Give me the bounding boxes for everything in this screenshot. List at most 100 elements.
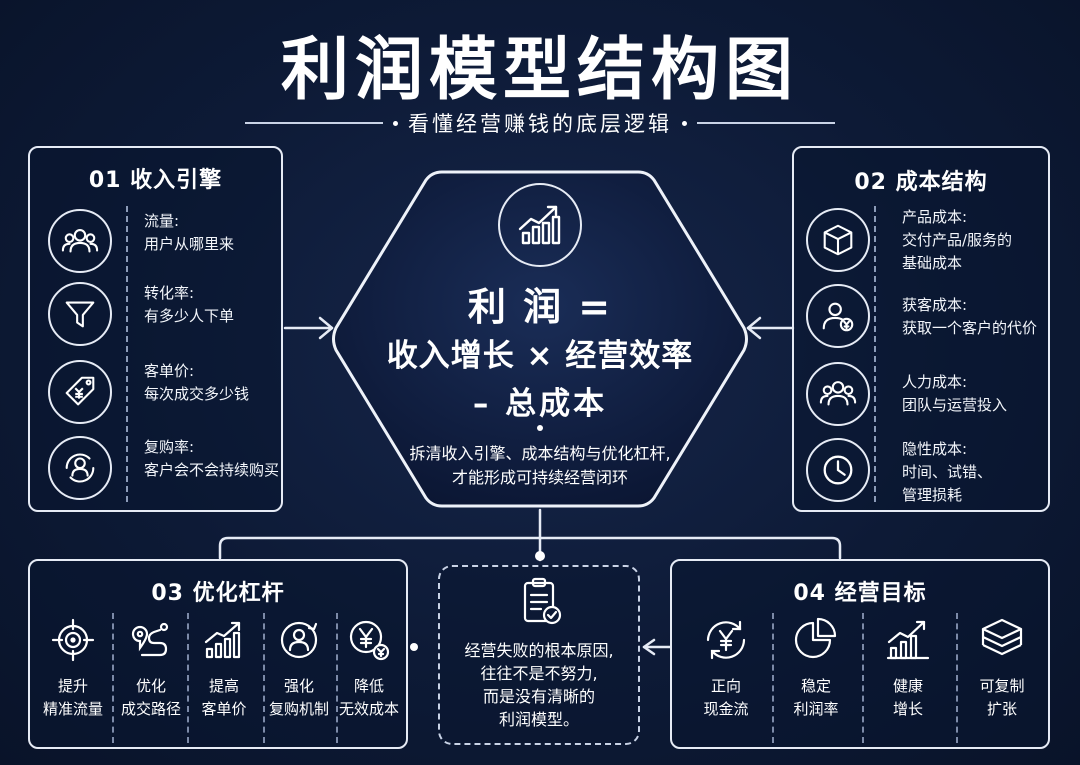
list-item-repurchase: 复购率: 客户会不会持续购买	[30, 430, 281, 508]
item-desc: 每次成交多少钱	[144, 385, 250, 403]
goal-label-1: 正向	[710, 677, 741, 695]
panel-title: 01 收入引擎	[88, 168, 223, 193]
lever-label-1: 优化	[135, 677, 166, 695]
formula-line-1: 利 润 =	[467, 285, 613, 329]
dashed-separator	[336, 613, 338, 743]
page-title: 利润模型结构图	[280, 31, 799, 110]
goal-label-2: 利润率	[793, 700, 839, 718]
list-item-labor-cost: 人力成本: 团队与运营投入	[794, 360, 1048, 438]
yen-down-icon	[332, 613, 406, 667]
list-item-hidden-cost: 隐性成本: 时间、试错、 管理损耗	[794, 436, 1048, 514]
repeat-user-icon	[48, 436, 112, 500]
goal-label-2: 现金流	[703, 700, 749, 718]
formula-line-3: – 总成本	[472, 386, 608, 422]
item-desc: 有多少人下单	[144, 307, 235, 325]
user-yen-icon	[806, 284, 870, 348]
dashed-separator	[956, 613, 958, 743]
note-line-4: 利润模型。	[498, 710, 579, 729]
item-desc: 客户会不会持续购买	[144, 461, 280, 479]
clock-icon	[806, 438, 870, 502]
panel-title: 02 成本结构	[854, 170, 988, 195]
lever-label-2: 无效成本	[338, 700, 399, 718]
goal-label-2: 增长	[892, 700, 923, 718]
list-item-product-cost: 产品成本: 交付产品/服务的 基础成本	[794, 202, 1048, 280]
item-desc-line2: 基础成本	[902, 254, 963, 272]
team-icon	[806, 362, 870, 426]
profit-hexagon	[332, 170, 748, 508]
panel-title: 04 经营目标	[793, 581, 927, 606]
growth-chart-center-icon	[498, 183, 582, 267]
bar-growth-icon	[187, 613, 261, 667]
lever-label-2: 复购机制	[268, 700, 329, 718]
lever-label-1: 提升	[57, 677, 88, 695]
item-desc-line1: 时间、试错、	[902, 463, 993, 481]
note-line-2: 往往不是不努力,	[480, 664, 598, 683]
users-icon	[48, 209, 112, 273]
dashed-separator	[772, 613, 774, 743]
box-icon	[806, 208, 870, 272]
item-label: 人力成本:	[902, 373, 968, 391]
item-label: 隐性成本:	[902, 440, 968, 458]
growth-chart-icon	[866, 613, 950, 667]
formula-line-2: 收入增长 × 经营效率	[386, 338, 694, 374]
panel-title: 03 优化杠杆	[151, 581, 285, 606]
divider-line-right	[697, 122, 835, 124]
dashed-separator	[874, 206, 876, 502]
goal-label-1: 可复制	[979, 677, 1025, 695]
item-desc-line1: 团队与运营投入	[902, 396, 1008, 414]
lever-label-1: 提高	[208, 677, 239, 695]
subtitle-row: 看懂经营赚钱的底层逻辑	[245, 108, 835, 138]
insight-note: 经营失败的根本原因, 往往不是不努力, 而是没有清晰的 利润模型。	[438, 565, 640, 745]
panel-business-goals: 04 经营目标 正向 现金流 稳定 利润率	[670, 559, 1050, 749]
dashed-separator	[862, 613, 864, 743]
panel-cost-structure: 02 成本结构 产品成本: 交付产品/服务的 基础成本 获客成本: 获取一个客户…	[792, 146, 1050, 512]
price-tag-icon	[48, 360, 112, 424]
center-desc-line-1: 拆清收入引擎、成本结构与优化杠杆,	[409, 444, 671, 463]
item-label: 客单价:	[144, 362, 195, 380]
dashed-separator	[112, 613, 114, 743]
panel-revenue-engine: 01 收入引擎 流量: 用户从哪里来 转化率: 有多少人下单 客单	[28, 146, 283, 512]
list-item-acquisition-cost: 获客成本: 获取一个客户的代价	[794, 282, 1048, 360]
item-desc: 用户从哪里来	[144, 235, 235, 253]
item-desc-line1: 交付产品/服务的	[902, 231, 1013, 249]
layers-icon	[960, 613, 1044, 667]
divider-dot-right	[682, 120, 687, 126]
center-desc-line-2: 才能形成可持续经营闭环	[451, 468, 628, 487]
note-line-3: 而是没有清晰的	[482, 687, 595, 706]
item-label: 产品成本:	[902, 208, 968, 226]
divider-dot-left	[393, 120, 398, 126]
center-dot	[537, 425, 543, 431]
divider-line-left	[245, 122, 383, 124]
funnel-icon	[48, 282, 112, 346]
yen-cycle-icon	[684, 613, 768, 667]
item-label: 获客成本:	[902, 296, 968, 314]
dashed-separator	[263, 613, 265, 743]
item-label: 复购率:	[144, 438, 195, 456]
lever-label-2: 成交路径	[120, 700, 181, 718]
lever-label-2: 精准流量	[42, 700, 103, 718]
route-icon	[114, 613, 188, 667]
lever-label-1: 强化	[283, 677, 314, 695]
list-item-traffic: 流量: 用户从哪里来	[30, 202, 281, 280]
lever-label-1: 降低	[353, 677, 384, 695]
pie-chart-icon	[774, 613, 858, 667]
goal-label-1: 健康	[892, 677, 923, 695]
goal-label-2: 扩张	[986, 700, 1017, 718]
dashed-separator	[126, 206, 128, 502]
note-line-1: 经营失败的根本原因,	[464, 641, 614, 660]
page-subtitle: 看懂经营赚钱的底层逻辑	[408, 112, 672, 136]
item-label: 转化率:	[144, 284, 195, 302]
item-desc-line2: 管理损耗	[902, 486, 963, 504]
list-item-order-value: 客单价: 每次成交多少钱	[30, 354, 281, 432]
item-desc-line1: 获取一个客户的代价	[902, 319, 1038, 337]
item-label: 流量:	[144, 212, 180, 230]
target-icon	[36, 613, 110, 667]
list-item-conversion: 转化率: 有多少人下单	[30, 278, 281, 356]
clipboard-check-icon	[516, 575, 566, 629]
panel-optimization-levers: 03 优化杠杆 提升 精准流量 优化 成交路径	[28, 559, 408, 749]
user-refresh-icon	[262, 613, 336, 667]
goal-label-1: 稳定	[800, 677, 831, 695]
lever-label-2: 客单价	[201, 700, 247, 718]
dashed-separator	[187, 613, 189, 743]
